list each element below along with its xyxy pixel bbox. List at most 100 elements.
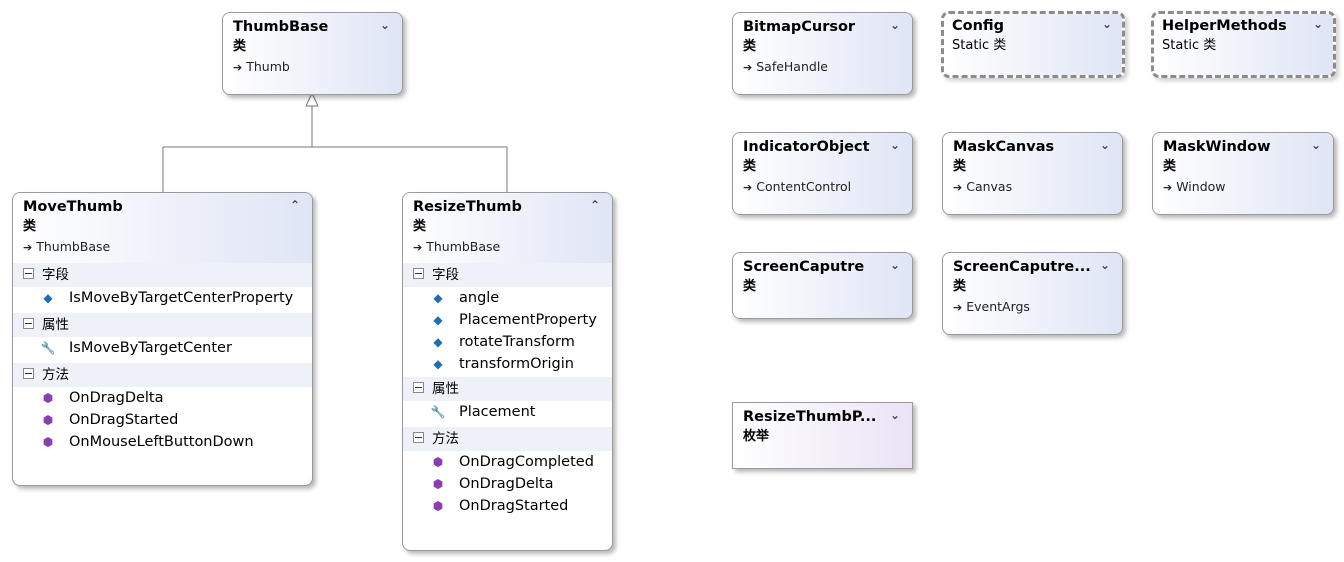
field-icon: ◆: [433, 313, 443, 327]
private-field-icon: ◆: [433, 357, 443, 371]
base-class: ➔ContentControl: [743, 177, 902, 198]
base-class: ➔SafeHandle: [743, 57, 902, 78]
member-name: IsMoveByTargetCenter: [69, 340, 232, 356]
member-name: OnDragStarted: [459, 498, 569, 514]
class-box-movethumb[interactable]: MoveThumb 类 ➔ThumbBase ⌃ 字段 ◆ IsMoveByTar…: [12, 192, 313, 486]
class-kind: 类: [743, 159, 757, 174]
member-name: OnDragCompleted: [459, 454, 594, 470]
member-field[interactable]: ◆transformOrigin: [403, 353, 612, 375]
member-name: angle: [459, 290, 500, 306]
class-header: MoveThumb 类 ➔ThumbBase ⌃: [13, 193, 312, 263]
enum-name: ResizeThumbP...: [743, 409, 877, 425]
method-icon: ⬢: [42, 435, 54, 449]
private-field-icon: ◆: [433, 291, 443, 305]
expand-chevron-icon[interactable]: ⌄: [1310, 138, 1322, 152]
class-kind: 类: [1163, 159, 1177, 174]
class-header: Config Static 类 ⌄: [944, 14, 1122, 75]
inherits-arrow-icon: ➔: [743, 181, 753, 194]
member-field[interactable]: ◆ PlacementProperty: [403, 309, 612, 331]
collapse-section-icon[interactable]: [413, 432, 424, 443]
expand-chevron-icon[interactable]: ⌄: [889, 18, 901, 32]
class-box-bitmapcursor[interactable]: BitmapCursor 类 ➔SafeHandle ⌄: [732, 12, 913, 95]
expand-chevron-icon[interactable]: ⌄: [1099, 258, 1111, 272]
class-box-screencaputre-eventargs[interactable]: ScreenCaputre... 类 ➔EventArgs ⌄: [942, 252, 1123, 335]
expand-chevron-icon[interactable]: ⌄: [1312, 17, 1324, 31]
class-box-thumbbase[interactable]: ThumbBase 类 ➔Thumb ⌄: [222, 12, 403, 95]
member-name: OnDragDelta: [459, 476, 554, 492]
section-title: 字段: [42, 267, 69, 283]
member-property[interactable]: 🔧IsMoveByTargetCenter: [13, 337, 312, 359]
class-name: ScreenCaputre...: [953, 259, 1091, 275]
section-title: 字段: [432, 267, 459, 283]
member-field[interactable]: ◆ angle: [403, 287, 612, 309]
collapse-chevron-icon[interactable]: ⌃: [289, 198, 301, 212]
class-box-maskwindow[interactable]: MaskWindow 类 ➔Window ⌄: [1152, 132, 1334, 215]
class-box-screencaputre[interactable]: ScreenCaputre 类 ⌄: [732, 252, 913, 319]
section-fields[interactable]: 字段: [13, 263, 312, 287]
collapse-section-icon[interactable]: [413, 268, 424, 279]
expand-chevron-icon[interactable]: ⌄: [889, 258, 901, 272]
class-kind: 类: [953, 159, 967, 174]
class-name: IndicatorObject: [743, 139, 870, 155]
member-name: OnDragStarted: [69, 412, 179, 428]
method-icon: ⬢: [432, 499, 444, 513]
section-methods[interactable]: 方法: [13, 363, 312, 387]
section-properties[interactable]: 属性: [403, 377, 612, 401]
member-method[interactable]: ⬢OnDragDelta: [13, 387, 312, 409]
expand-chevron-icon[interactable]: ⌄: [1099, 138, 1111, 152]
class-header: MaskCanvas 类 ➔Canvas ⌄: [943, 133, 1122, 214]
base-class-name: SafeHandle: [756, 59, 828, 74]
member-method[interactable]: ⬢OnDragCompleted: [403, 451, 612, 473]
member-field[interactable]: ◆ IsMoveByTargetCenterProperty: [13, 287, 312, 309]
collapse-chevron-icon[interactable]: ⌃: [589, 198, 601, 212]
collapse-section-icon[interactable]: [23, 268, 34, 279]
class-box-helpermethods[interactable]: HelperMethods Static 类 ⌄: [1151, 11, 1336, 78]
member-method[interactable]: ⬢ OnDragStarted: [403, 495, 612, 517]
inherits-arrow-icon: ➔: [233, 61, 243, 74]
class-header: ThumbBase 类 ➔Thumb ⌄: [223, 13, 402, 94]
section-fields[interactable]: 字段: [403, 263, 612, 287]
base-class-name: EventArgs: [966, 299, 1030, 314]
class-header: ResizeThumb 类 ➔ThumbBase ⌃: [403, 193, 612, 263]
collapse-section-icon[interactable]: [23, 368, 34, 379]
member-field[interactable]: ◆rotateTransform: [403, 331, 612, 353]
class-box-indicatorobject[interactable]: IndicatorObject 类 ➔ContentControl ⌄: [732, 132, 913, 215]
private-field-icon: ◆: [433, 335, 443, 349]
class-name: BitmapCursor: [743, 19, 856, 35]
class-kind: 类: [233, 39, 247, 54]
class-header: ScreenCaputre 类 ⌄: [733, 253, 912, 318]
method-icon: ⬢: [42, 413, 54, 427]
class-box-resizethumb[interactable]: ResizeThumb 类 ➔ThumbBase ⌃ 字段 ◆ angle ◆ Pl…: [402, 192, 613, 551]
class-header: IndicatorObject 类 ➔ContentControl ⌄: [733, 133, 912, 214]
base-class-name: Canvas: [966, 179, 1013, 194]
expand-chevron-icon[interactable]: ⌄: [889, 408, 901, 422]
member-method[interactable]: ⬢ OnDragStarted: [13, 409, 312, 431]
member-property[interactable]: 🔧 Placement: [403, 401, 612, 423]
section-properties[interactable]: 属性: [13, 313, 312, 337]
expand-chevron-icon[interactable]: ⌄: [1101, 17, 1113, 31]
base-class-name: ThumbBase: [36, 239, 111, 254]
section-title: 属性: [42, 317, 69, 333]
class-box-config[interactable]: Config Static 类 ⌄: [941, 11, 1125, 78]
class-kind: 类: [743, 279, 757, 294]
class-kind: 类: [413, 219, 427, 234]
class-name: MaskWindow: [1163, 139, 1271, 155]
collapse-section-icon[interactable]: [23, 318, 34, 329]
class-box-maskcanvas[interactable]: MaskCanvas 类 ➔Canvas ⌄: [942, 132, 1123, 215]
member-method[interactable]: ⬢OnMouseLeftButtonDown: [13, 431, 312, 453]
class-name: MaskCanvas: [953, 139, 1055, 155]
section-methods[interactable]: 方法: [403, 427, 612, 451]
member-name: PlacementProperty: [459, 312, 597, 328]
collapse-section-icon[interactable]: [413, 382, 424, 393]
enum-box-resizethumbp[interactable]: ResizeThumbP... 枚举 ⌄: [732, 402, 913, 469]
expand-chevron-icon[interactable]: ⌄: [889, 138, 901, 152]
class-kind: Static 类: [1162, 38, 1217, 53]
member-name: Placement: [459, 404, 536, 420]
member-name: IsMoveByTargetCenterProperty: [69, 290, 294, 306]
expand-chevron-icon[interactable]: ⌄: [379, 18, 391, 32]
wrench-icon: 🔧: [430, 405, 446, 419]
base-class: ➔ThumbBase: [413, 237, 602, 258]
field-icon: ◆: [43, 291, 53, 305]
inherits-arrow-icon: ➔: [1163, 181, 1173, 194]
member-method[interactable]: ⬢OnDragDelta: [403, 473, 612, 495]
